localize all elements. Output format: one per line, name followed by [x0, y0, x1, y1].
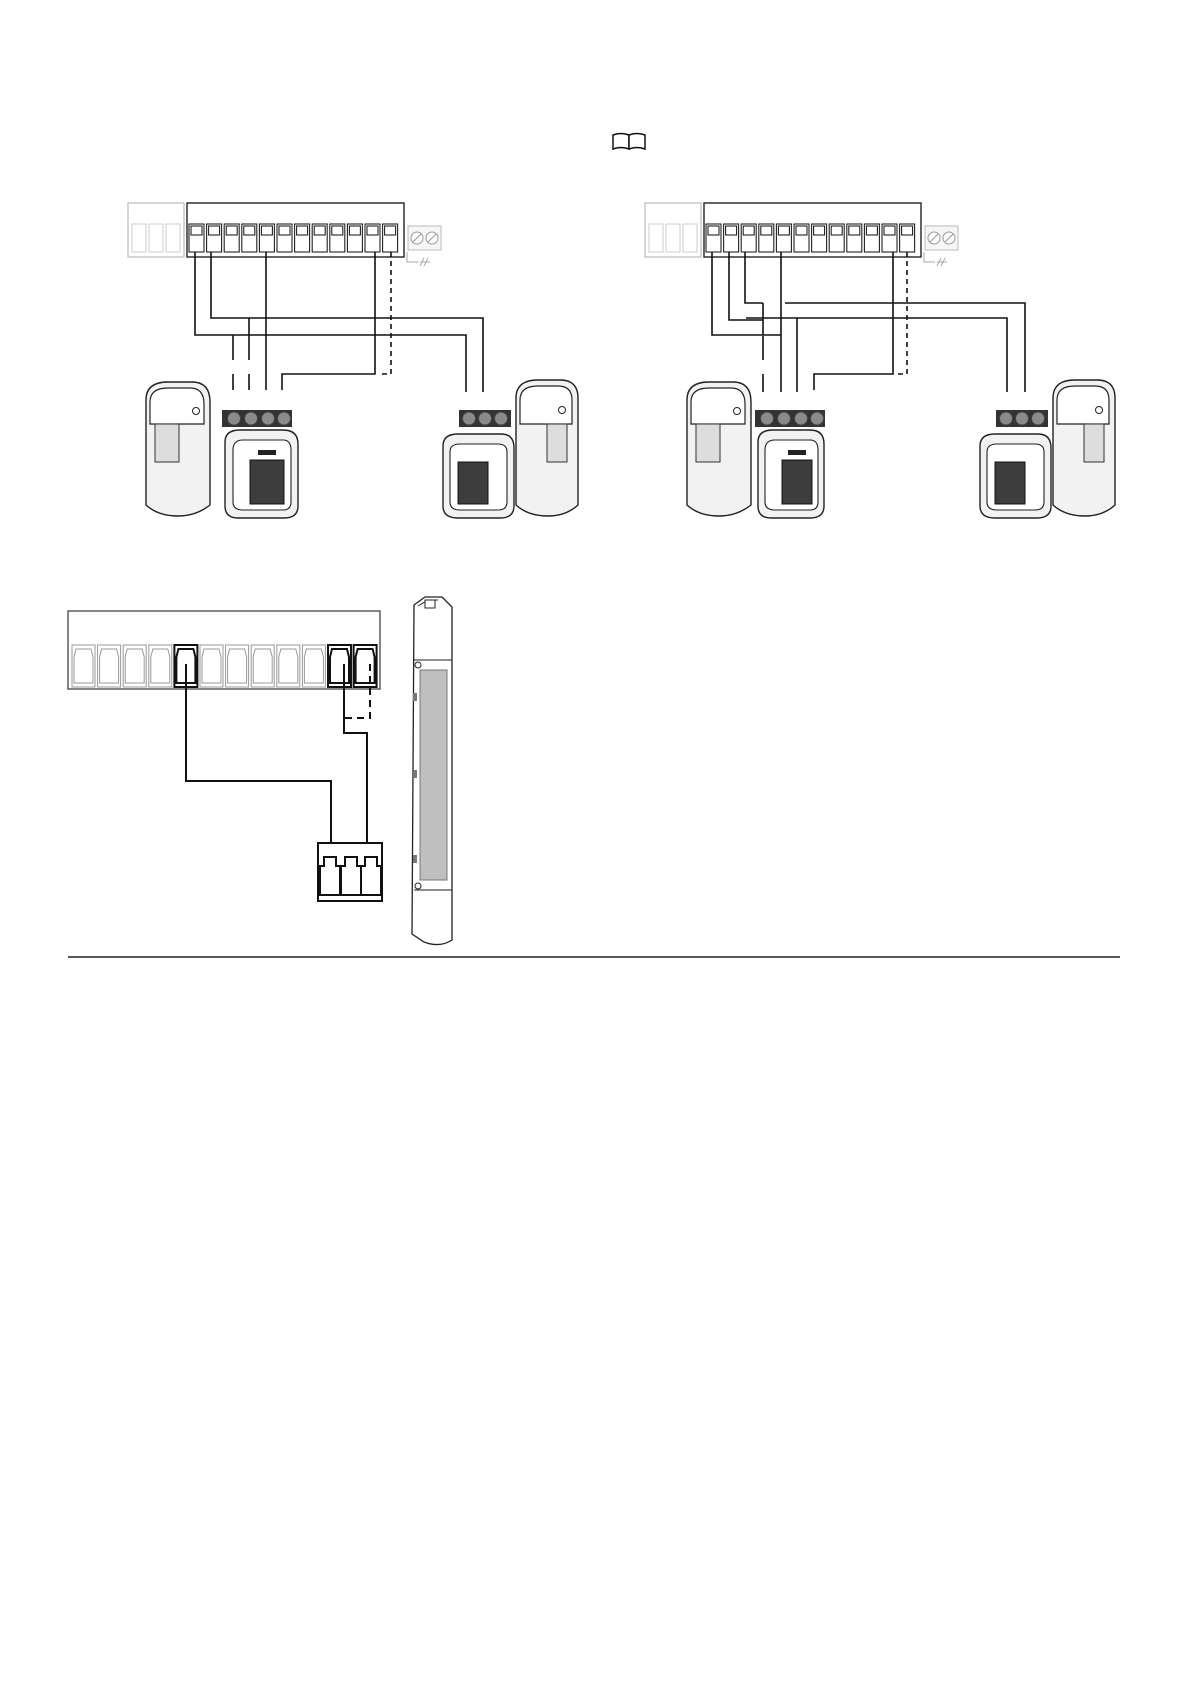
photocell-column-left — [687, 382, 751, 516]
terminal-cell — [354, 645, 377, 687]
ground-screw-terminal — [924, 226, 958, 266]
terminal-cell — [302, 645, 325, 687]
terminal-cell — [72, 645, 95, 687]
terminal-cell — [277, 645, 300, 687]
photocell-receiver-left — [443, 434, 514, 518]
photocell-wiring-right — [645, 203, 1115, 518]
wiring-left — [195, 252, 483, 392]
led-strip-3 — [996, 410, 1048, 427]
terminal-block-large — [68, 611, 380, 689]
terminal-block-main — [704, 203, 921, 257]
wiring-edge — [186, 664, 370, 848]
terminal-block-aux — [128, 203, 184, 257]
terminal-cell — [226, 645, 249, 687]
terminal-cell — [149, 645, 172, 687]
photocell-column-right — [516, 380, 578, 516]
terminal-block-main — [187, 203, 404, 257]
terminal-cell — [200, 645, 223, 687]
photocell-transmitter-right — [758, 430, 824, 518]
photocell-column-right — [1053, 380, 1115, 516]
wiring-right — [712, 252, 1025, 392]
safety-edge-wiring — [68, 597, 452, 945]
safety-edge-profile — [412, 597, 452, 945]
led-strip-3 — [459, 410, 511, 427]
terminal-cell — [328, 645, 351, 687]
terminal-cell — [98, 645, 121, 687]
led-strip-4 — [755, 410, 825, 427]
terminal-cell — [251, 645, 274, 687]
terminal-block-aux — [645, 203, 701, 257]
three-pole-connector — [318, 843, 382, 901]
photocell-receiver-right — [980, 434, 1051, 518]
photocell-column-left — [146, 382, 210, 516]
manual-book-icon — [613, 134, 645, 150]
photocell-wiring-left — [128, 203, 578, 518]
terminal-cell — [123, 645, 146, 687]
ground-screw-terminal — [407, 226, 441, 266]
led-strip-4 — [222, 410, 292, 427]
photocell-transmitter-left — [225, 430, 298, 518]
